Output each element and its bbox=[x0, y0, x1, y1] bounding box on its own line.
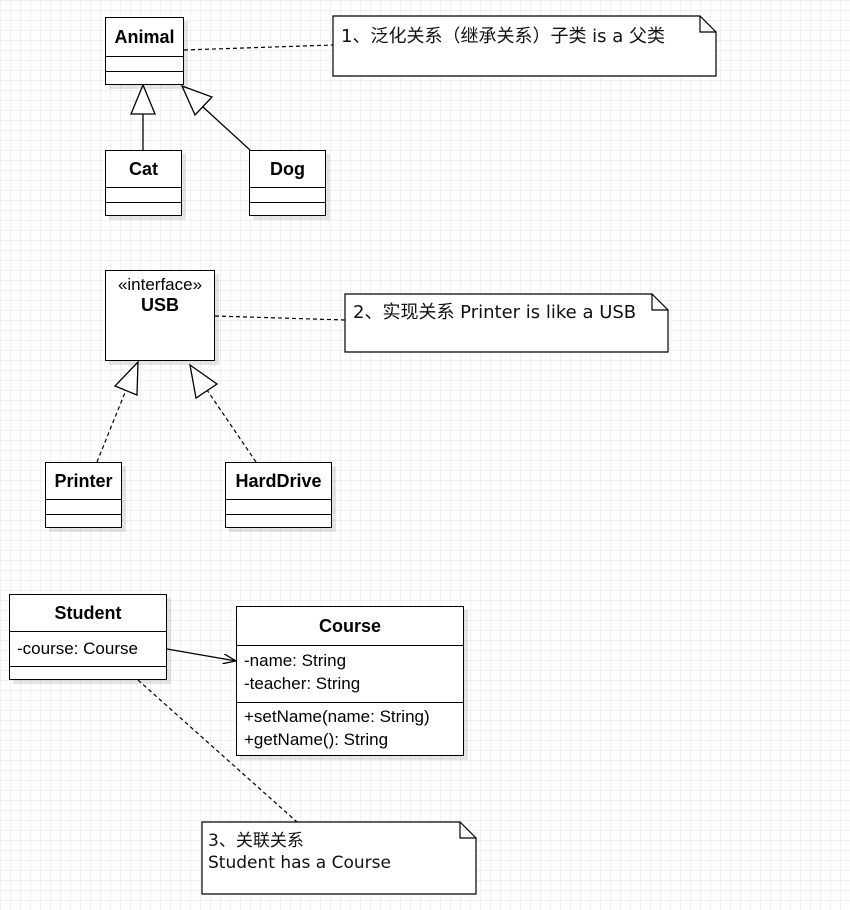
class-printer[interactable]: Printer bbox=[45, 462, 122, 528]
class-course-name: Course bbox=[318, 615, 381, 636]
note-generalization bbox=[332, 15, 717, 77]
class-animal-name: Animal bbox=[114, 26, 175, 47]
note-association-line1: 3、关联关系 bbox=[208, 831, 304, 851]
class-animal-methods bbox=[106, 71, 183, 84]
realization-printer-usb bbox=[96, 360, 139, 463]
class-student-name: Student bbox=[54, 602, 122, 623]
interface-usb-name: USB bbox=[140, 295, 179, 315]
class-cat-name: Cat bbox=[128, 158, 158, 179]
class-harddrive[interactable]: HardDrive bbox=[225, 462, 332, 528]
interface-usb[interactable]: «interface» USB bbox=[105, 270, 215, 361]
class-dog-name: Dog bbox=[270, 158, 305, 179]
student-attribute-course: -course: Course bbox=[17, 639, 138, 658]
note-realization bbox=[344, 293, 669, 353]
note-anchor-generalization bbox=[183, 44, 334, 51]
class-cat-attributes bbox=[106, 187, 181, 202]
class-printer-methods bbox=[46, 514, 121, 527]
generalization-dog-animal bbox=[180, 84, 251, 151]
course-attribute-name: -name: String bbox=[244, 651, 347, 670]
class-course-attributes: -name: String -teacher: String bbox=[237, 645, 463, 702]
realization-harddrive-usb bbox=[189, 363, 257, 463]
note-association-line2: Student has a Course bbox=[208, 853, 391, 873]
class-cat-methods bbox=[106, 202, 181, 215]
class-harddrive-methods bbox=[226, 514, 331, 527]
class-animal-attributes bbox=[106, 56, 183, 71]
class-course-methods: +setName(name: String) +getName(): Strin… bbox=[237, 702, 463, 755]
course-method-getname: +getName(): String bbox=[244, 730, 389, 749]
class-dog-attributes bbox=[250, 187, 325, 202]
class-dog-methods bbox=[250, 202, 325, 215]
generalization-cat-animal bbox=[130, 83, 156, 150]
class-harddrive-name: HardDrive bbox=[235, 470, 322, 491]
note-anchor-realization bbox=[214, 315, 346, 321]
course-method-setname: +setName(name: String) bbox=[244, 707, 430, 726]
class-student[interactable]: Student -course: Course bbox=[9, 594, 167, 680]
note-generalization-text: 1、泛化关系（继承关系）子类 is a 父类 bbox=[341, 26, 666, 47]
class-course[interactable]: Course -name: String -teacher: String +s… bbox=[236, 606, 464, 756]
class-student-methods bbox=[10, 666, 166, 679]
course-attribute-teacher: -teacher: String bbox=[244, 674, 361, 693]
class-harddrive-attributes bbox=[226, 499, 331, 514]
class-dog[interactable]: Dog bbox=[249, 150, 326, 216]
class-student-attributes: -course: Course bbox=[10, 631, 166, 666]
class-printer-name: Printer bbox=[54, 470, 113, 491]
class-animal[interactable]: Animal bbox=[105, 17, 184, 85]
association-student-course bbox=[166, 648, 236, 661]
class-cat[interactable]: Cat bbox=[105, 150, 182, 216]
note-association bbox=[201, 821, 477, 895]
class-printer-attributes bbox=[46, 499, 121, 514]
note-anchor-association bbox=[137, 679, 298, 823]
interface-usb-stereotype: «interface» bbox=[117, 275, 203, 294]
note-realization-text: 2、实现关系 Printer is like a USB bbox=[353, 302, 637, 323]
